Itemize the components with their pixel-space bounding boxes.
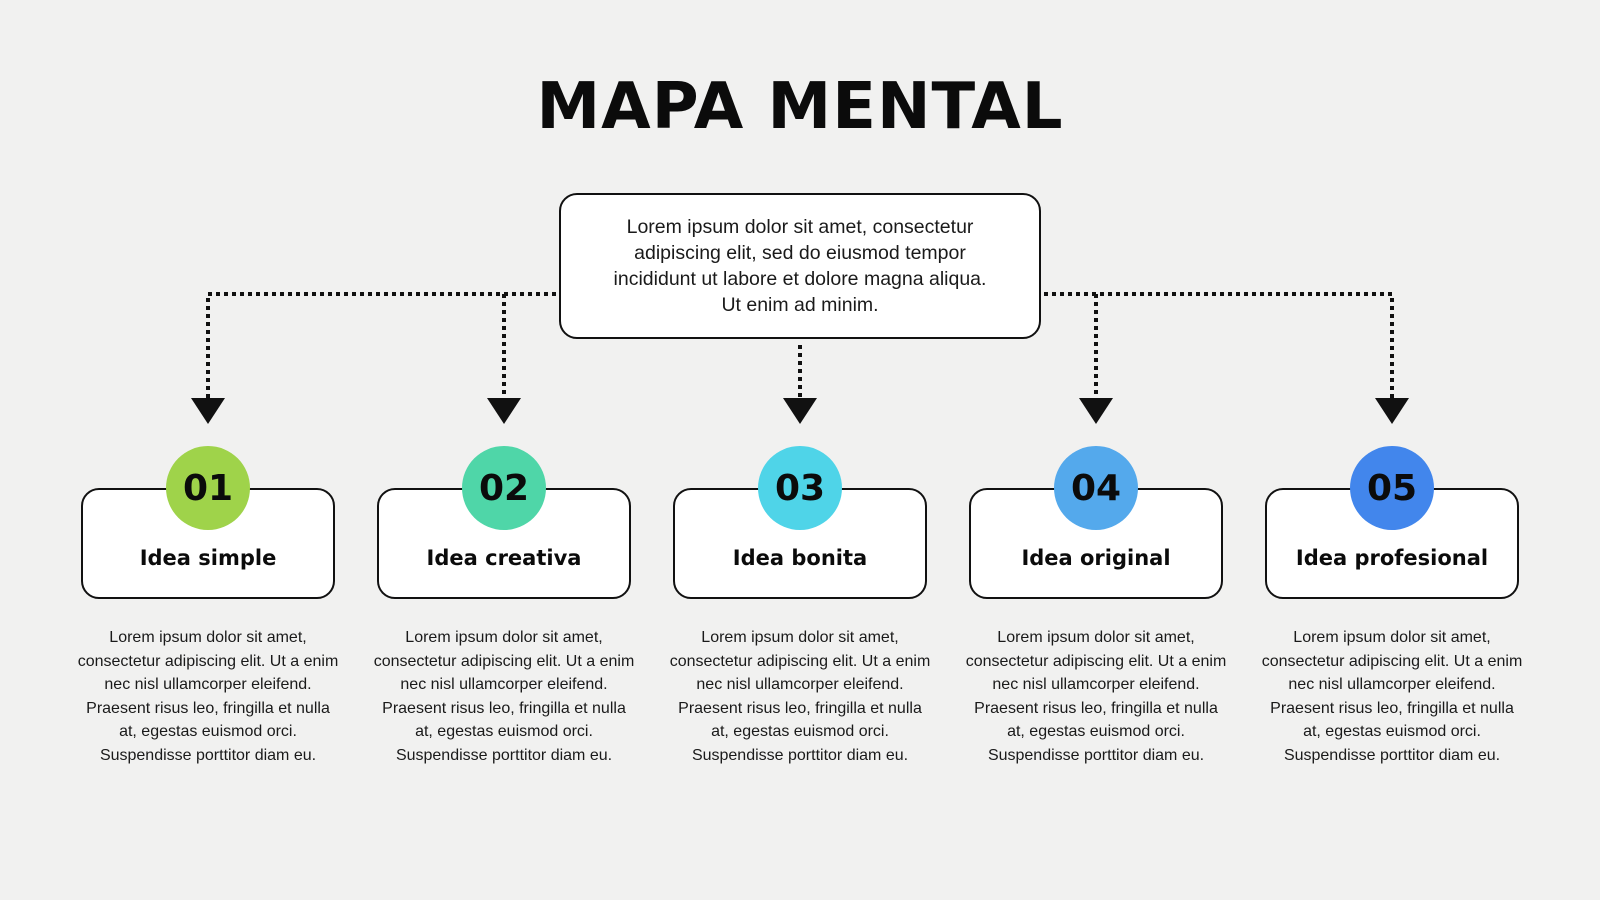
arrow-down-icon [1375,398,1409,424]
idea-number-badge: 03 [758,446,842,530]
arrow-down-icon [1079,398,1113,424]
idea-description: Lorem ipsum dolor sit amet, consectetur … [77,629,339,764]
idea-card-3: Idea bonita [673,488,927,599]
central-idea-box: Lorem ipsum dolor sit amet, consectetur … [559,193,1041,339]
idea-label: Idea original [1021,546,1171,570]
idea-card-4: Idea original [969,488,1223,599]
idea-number-badge: 02 [462,446,546,530]
arrow-down-icon [783,398,817,424]
idea-description: Lorem ipsum dolor sit amet, consectetur … [965,629,1227,764]
connector-line-01 [206,292,556,398]
idea-number-badge: 04 [1054,446,1138,530]
idea-number-badge: 05 [1350,446,1434,530]
idea-label: Idea simple [139,546,277,570]
page-title: MAPA MENTAL [536,70,1064,144]
idea-description: Lorem ipsum dolor sit amet, consectetur … [373,629,635,764]
idea-label: Idea profesional [1295,546,1489,570]
idea-description: Lorem ipsum dolor sit amet, consectetur … [669,629,931,764]
idea-card-5: Idea profesional [1265,488,1519,599]
idea-label: Idea bonita [732,546,868,570]
central-idea-text: Lorem ipsum dolor sit amet, consectetur … [613,216,987,316]
arrow-down-icon [487,398,521,424]
idea-label: Idea creativa [426,546,582,570]
idea-number-badge: 01 [166,446,250,530]
arrow-down-icon [191,398,225,424]
connector-line-04 [1044,292,1394,398]
idea-description: Lorem ipsum dolor sit amet, consectetur … [1261,629,1523,764]
